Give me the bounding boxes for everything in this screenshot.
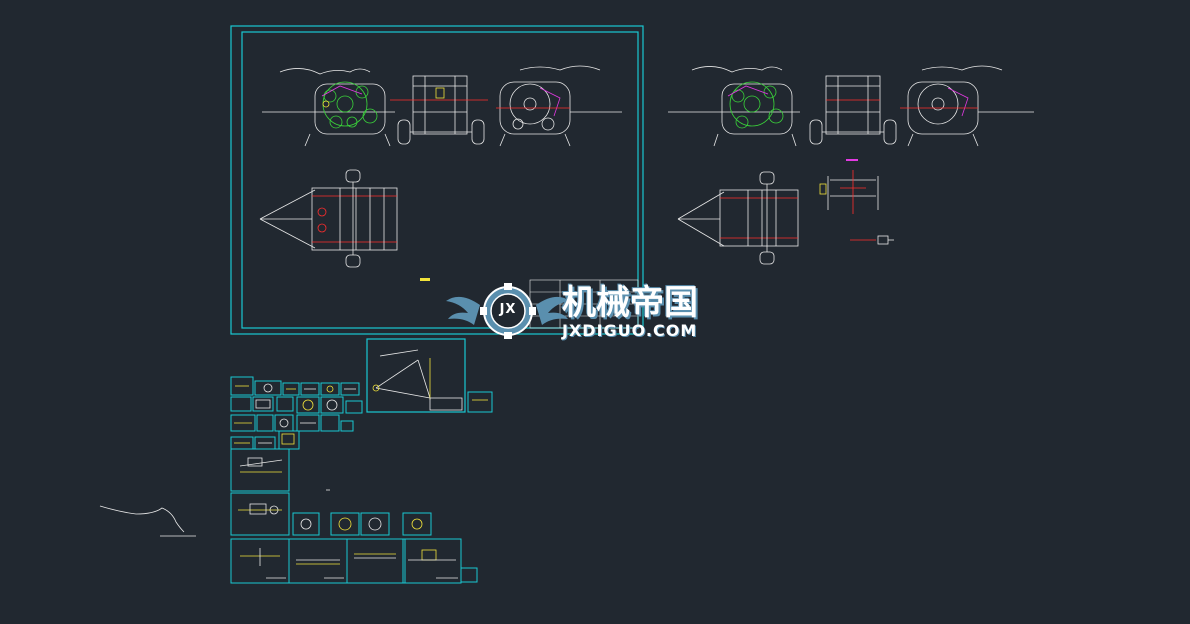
assembly-copy-right [668,65,1034,265]
right-wing-icon [536,296,570,325]
watermark-brand-en: JXDIGUO.COM [562,321,698,340]
baler-front-view [390,75,488,145]
gear-icon [480,283,536,339]
baler-side-view-right [496,65,622,147]
copy-plan-view [677,171,799,265]
copy-side-view-right [900,65,1034,147]
stray-cable-sketch [99,489,330,537]
copy-front-view [809,75,897,145]
a-frame-detail-sheet [366,338,493,413]
left-wing-icon [446,296,480,325]
sheet-note [420,278,430,281]
part-linework [234,383,458,579]
watermark-brand-cn: 机械帝国 [562,283,698,323]
watermark-letters: JX [499,302,517,317]
copy-side-view-left [668,66,800,147]
part-drawing-sheets [230,376,478,584]
copy-detail-view [819,159,894,245]
main-assembly-sheet [230,25,644,335]
baler-plan-view [259,169,398,268]
baler-side-view-left [262,68,395,147]
watermark-logo [446,283,570,339]
